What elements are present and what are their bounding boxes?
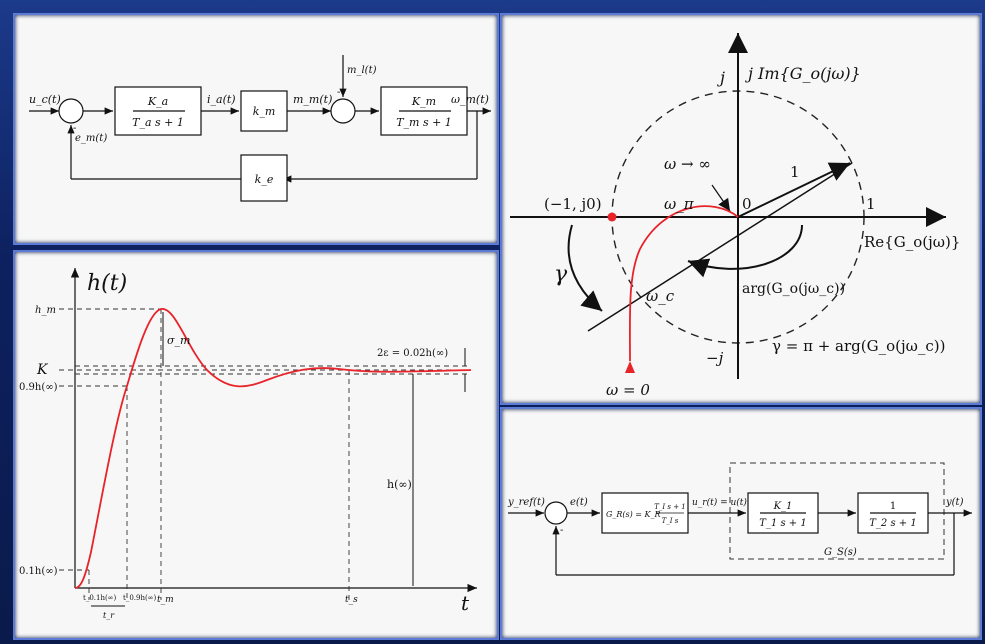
summing-junction-1 [58, 98, 84, 124]
minus-j-label: −j [706, 349, 724, 367]
torque-label: m_m(t) [293, 93, 332, 106]
motor-block-diagram: u_c(t) e_m(t) - K_a T_a s + 1 i_a(t) k_m… [29, 55, 491, 202]
ts-tick: t_s [345, 595, 358, 605]
arg-arc [687, 224, 803, 278]
error-label: e(t) [570, 497, 588, 508]
y-axis-title: h(t) [87, 271, 127, 296]
imag-axis-label: j Im{G_o(jω)} [745, 64, 861, 83]
k-label: K [36, 362, 49, 378]
omega-zero-label: ω = 0 [606, 381, 650, 399]
input-label: u_c(t) [29, 93, 61, 106]
control-signal-label: u_r(t) = u(t) [692, 497, 747, 508]
motor-denominator: T_m s + 1 [396, 116, 452, 129]
band-label: 2ε = 0.02h(∞) [377, 348, 448, 359]
error-label: e_m(t) [75, 133, 107, 144]
current-label: i_a(t) [207, 93, 236, 106]
arg-label: arg(G_o(jω_c)) [742, 281, 845, 297]
step-response-curve [74, 308, 472, 589]
t01-tick: t_0.1h(∞) [83, 594, 117, 602]
controller-lhs: G_R(s) = K_R [606, 510, 661, 519]
j-label: j [717, 68, 725, 87]
omega-inf-label: ω → ∞ [664, 155, 711, 173]
vector-one-label: 1 [790, 163, 800, 181]
controller-denominator: T_a s + 1 [132, 116, 184, 129]
guide-lines [59, 308, 471, 600]
plant1-denominator: T_1 s + 1 [759, 518, 806, 529]
motor-numerator: K_m [411, 95, 436, 108]
ke-label: k_e [255, 173, 274, 186]
output-label: ω_m(t) [451, 93, 489, 106]
controller-frac-den: T_I s [662, 517, 679, 525]
controller-frac-num: T_I s + 1 [654, 503, 686, 511]
unit-vector [737, 162, 851, 218]
sigma-label: σ_m [167, 334, 190, 347]
omega-c-label: ω_c [646, 287, 675, 305]
plant2-numerator: 1 [890, 501, 896, 512]
km-label: k_m [253, 105, 276, 118]
gamma-arc [567, 224, 603, 312]
ten-percent-label: 0.1h(∞) [19, 566, 58, 577]
x-axis-title: t [461, 591, 470, 615]
plant-label: G_S(s) [824, 547, 857, 558]
disturbance-label: m_l(t) [347, 65, 377, 76]
critical-point-marker [607, 212, 617, 222]
output-label: y(t) [945, 497, 964, 508]
minus-sign-1: - [73, 123, 76, 134]
reference-label: y_ref(t) [507, 497, 545, 508]
gamma-formula: γ = π + arg(G_o(jω_c)) [772, 337, 945, 355]
plant1-numerator: K_1 [773, 501, 793, 512]
nyquist-panel: j Im{G_o(jω)} Re{G_o(jω)} j −j 1 1 0 (−1… [500, 13, 982, 405]
feedback-ke-block [240, 154, 288, 202]
plant-boundary [729, 462, 945, 560]
real-axis-label: Re{G_o(jω)} [864, 233, 960, 251]
hm-label: h_m [35, 305, 56, 316]
axis-one-label: 1 [866, 195, 876, 213]
phase-line [587, 162, 853, 332]
omega-pi-label: ω_π [664, 195, 695, 213]
nyquist-curve [628, 205, 739, 362]
control-loop-panel: y_ref(t) e(t) - G_R(s) = K_R T_I s + 1 T… [500, 407, 982, 640]
gamma-label: γ [554, 262, 568, 287]
motor-block [380, 86, 468, 136]
minus-sign-2: - [337, 87, 340, 98]
hinf-label: h(∞) [387, 478, 412, 491]
summing-junction-2 [330, 98, 356, 124]
control-loop-diagram: y_ref(t) e(t) - G_R(s) = K_R T_I s + 1 T… [507, 462, 972, 576]
t09-tick: t_0.9h(∞) [123, 594, 157, 602]
ninety-percent-label: 0.9h(∞) [19, 382, 58, 393]
origin-label: 0 [742, 195, 752, 213]
omega-inf-arrow [711, 184, 731, 212]
plant2-denominator: T_2 s + 1 [869, 518, 916, 529]
motor-block-diagram-panel: u_c(t) e_m(t) - K_a T_a s + 1 i_a(t) k_m… [13, 13, 499, 245]
tm-tick: t_m [157, 595, 174, 605]
controller-numerator: K_a [147, 95, 168, 108]
tr-tick: t_r [103, 611, 115, 620]
critical-point-label: (−1, j0) [544, 195, 602, 213]
minus-sign: - [560, 525, 563, 536]
step-response-panel: h(t) t h_m K 0.9h(∞) 0.1h(∞) σ_m 2ε = 0.… [13, 250, 499, 640]
nyquist-plot: j Im{G_o(jω)} Re{G_o(jω)} j −j 1 1 0 (−1… [510, 33, 960, 399]
summing-junction [544, 501, 568, 525]
omega-zero-marker [625, 361, 635, 373]
step-response-plot: h(t) t h_m K 0.9h(∞) 0.1h(∞) σ_m 2ε = 0.… [19, 268, 477, 620]
